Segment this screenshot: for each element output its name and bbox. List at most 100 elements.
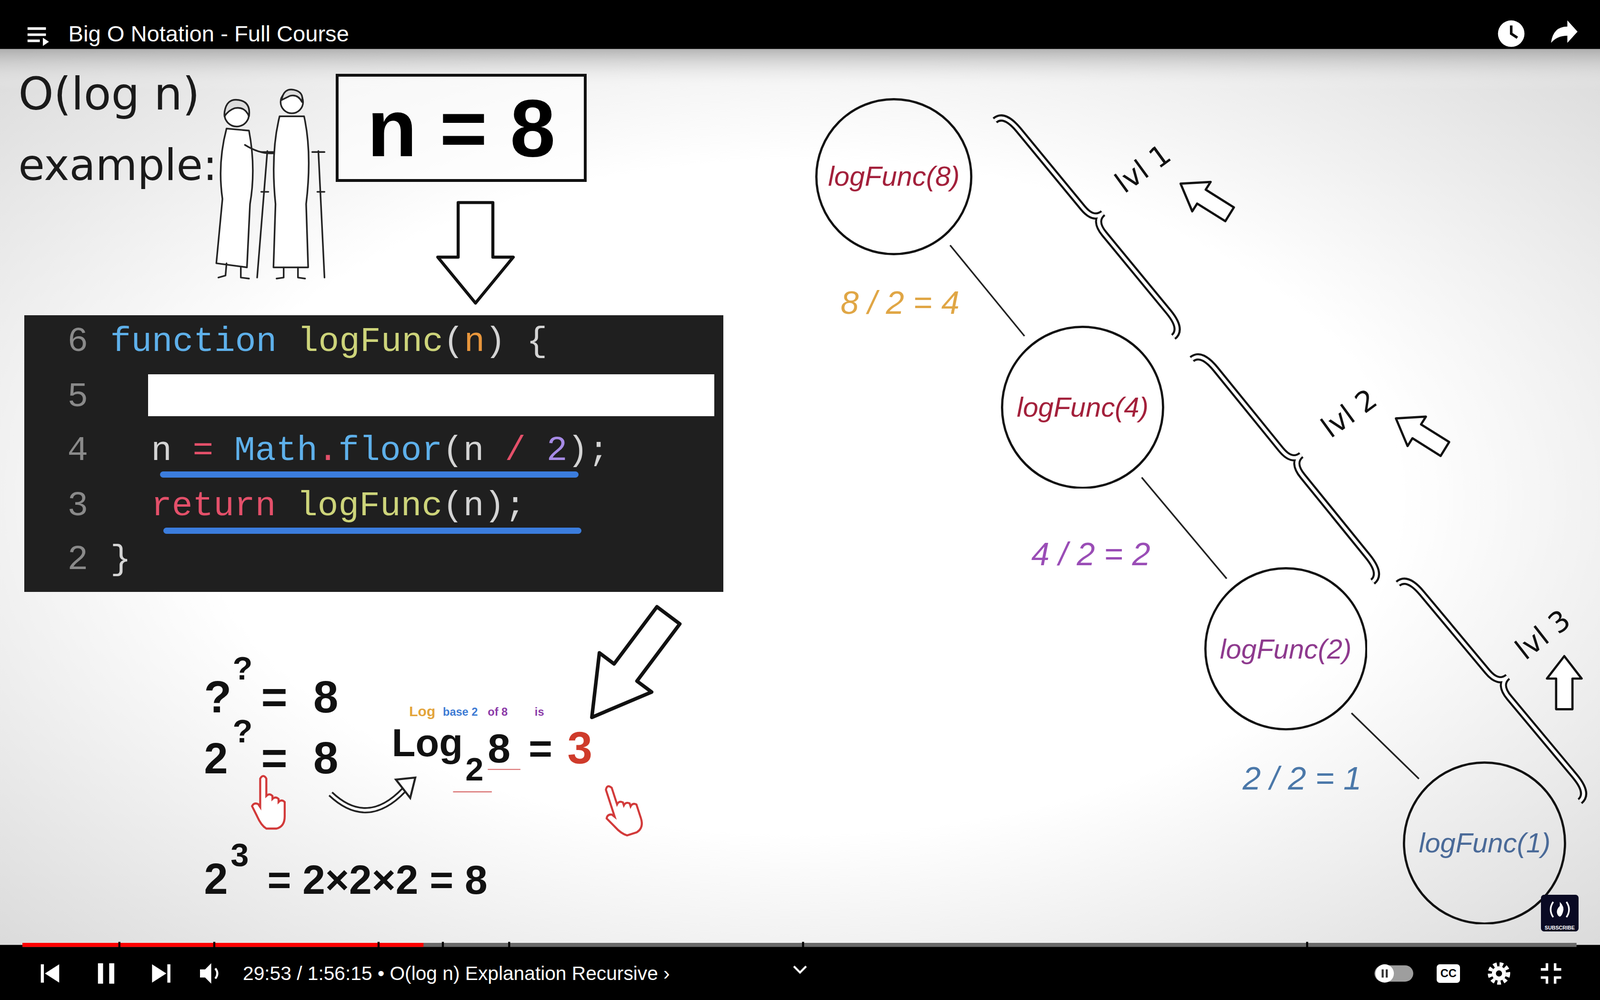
circle-stroke xyxy=(1205,568,1367,730)
call-circle: logFunc(8) xyxy=(815,98,973,256)
crutch-grip xyxy=(261,190,269,193)
channel-logo: SUBSCRIBE xyxy=(1540,894,1579,932)
code-line: } xyxy=(110,540,131,581)
call-text: logFunc(1) xyxy=(1419,827,1551,860)
line-number: 5 xyxy=(67,377,89,418)
underline-mark xyxy=(452,791,492,793)
level-bracket xyxy=(1398,568,1600,802)
code-token xyxy=(275,486,297,526)
code-token: logFunc xyxy=(297,321,444,362)
curved-arrow xyxy=(330,777,416,811)
reading-note: Log xyxy=(409,702,436,720)
gear-body xyxy=(1491,966,1507,981)
call-text: logFunc(8) xyxy=(828,160,960,193)
man-leg xyxy=(276,267,284,279)
clock-face xyxy=(1498,20,1525,48)
autoplay-pause xyxy=(1385,969,1388,978)
math-term: = 8 xyxy=(261,670,339,723)
math-term: 2 xyxy=(204,854,229,905)
woman-arm xyxy=(244,144,276,154)
hand-shape xyxy=(251,776,285,829)
chapter-gap xyxy=(213,941,216,949)
code-token: (n xyxy=(442,430,505,471)
call-link xyxy=(1351,712,1420,779)
code-token xyxy=(276,321,298,362)
progress-bar xyxy=(22,941,1577,949)
crutch xyxy=(318,150,325,278)
code-token xyxy=(525,430,547,471)
math-term: = xyxy=(528,724,553,772)
level-bracket xyxy=(994,104,1193,337)
fullscreen-icon xyxy=(1540,963,1562,984)
code-token: Math xyxy=(234,430,318,471)
code-token: = xyxy=(192,430,214,471)
chapter-gap xyxy=(801,941,804,949)
exponent: ? xyxy=(232,649,253,688)
edge-label: 4 / 2 = 2 xyxy=(1031,535,1151,573)
man-hair xyxy=(281,89,303,102)
share-icon xyxy=(1550,20,1578,43)
edge-label: 2 / 2 = 1 xyxy=(1242,760,1362,798)
logo-flame-shape xyxy=(1556,901,1564,917)
caregiver-illustration xyxy=(216,89,325,279)
code-token: ) { xyxy=(484,321,548,362)
math-term: = 2×2×2 = 8 xyxy=(267,856,488,904)
curve-head xyxy=(395,777,416,799)
call-link xyxy=(950,245,1025,337)
exponent: ? xyxy=(232,712,253,751)
prev-icon xyxy=(44,964,60,983)
menu-icon xyxy=(27,28,50,46)
block-arrow xyxy=(437,202,514,303)
math-term: 8 xyxy=(487,724,511,772)
value-box: n = 8 xyxy=(335,73,587,182)
autoplay-pause xyxy=(1381,969,1384,978)
code-token: floor xyxy=(338,430,443,471)
highlight-underline xyxy=(163,527,582,534)
hand-pointer xyxy=(597,779,645,840)
chapter-gap xyxy=(508,941,510,949)
curve-fill xyxy=(330,790,404,811)
math-term: Log xyxy=(391,720,463,766)
code-line: return logFunc(n); xyxy=(150,486,526,527)
reading-note: base 2 xyxy=(442,705,478,719)
math-term: = 8 xyxy=(261,732,339,784)
exponent: 3 xyxy=(230,836,249,874)
code-token: / xyxy=(504,430,526,471)
bracket-fill xyxy=(994,104,1193,337)
code-token: ( xyxy=(443,321,465,362)
return-arrow xyxy=(1180,181,1234,222)
level-label: lvl 1 xyxy=(1109,137,1178,200)
edge-label: 8 / 2 = 4 xyxy=(840,284,960,322)
woman-body xyxy=(216,128,253,268)
progress-track xyxy=(22,942,1577,948)
call-circle: logFunc(2) xyxy=(1204,567,1368,731)
circle-stroke xyxy=(1001,326,1163,488)
crutch-top xyxy=(261,151,274,153)
bracket-fill xyxy=(1191,343,1392,582)
level-bracket xyxy=(1191,343,1392,582)
code-token: function xyxy=(110,321,277,362)
menu-line xyxy=(27,33,47,36)
call-link xyxy=(1141,477,1227,579)
crutch xyxy=(257,150,268,278)
slide-ground xyxy=(0,49,1600,945)
woman-leg xyxy=(240,267,250,279)
line-number: 2 xyxy=(67,540,89,581)
call-text: logFunc(4) xyxy=(1016,391,1149,424)
progress-played xyxy=(22,942,424,948)
hand-shape xyxy=(597,779,645,840)
code-token: return xyxy=(150,486,276,526)
line-number: 3 xyxy=(67,486,89,527)
level-label: lvl 2 xyxy=(1315,382,1384,445)
code-token: . xyxy=(317,430,339,471)
prev-bar xyxy=(40,964,44,983)
crutch-grip xyxy=(317,190,325,193)
call-text: logFunc(2) xyxy=(1220,633,1352,666)
code-token: 2 xyxy=(546,430,568,471)
bracket-outline xyxy=(1398,568,1600,802)
math-term: 2 xyxy=(204,734,229,785)
section-heading: example: xyxy=(18,140,218,190)
code-token: ); xyxy=(567,430,609,471)
